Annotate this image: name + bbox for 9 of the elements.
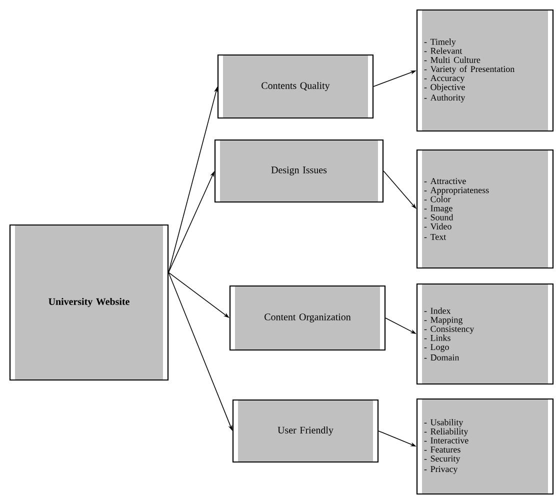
category-box: Content Organization	[229, 285, 386, 351]
list-box: - Attractive - Appropriateness - Color - Image - Sound - Video - Text	[416, 149, 554, 269]
category-box: User Friendly	[232, 399, 379, 463]
topic-box: University Website	[9, 224, 169, 381]
category-box: Contents Quality	[217, 54, 374, 119]
list-box: - Index - Mapping - Consistency - Links - Logo - Domain	[416, 283, 554, 385]
list-box: - Timely - Relevant - Multi Culture - Variety of Presentation - Accuracy - Objective - Authority	[416, 9, 554, 132]
list-box: - Usability - Reliability - Interactive - Features - Security - Privacy	[416, 398, 554, 495]
category-box: Design Issues	[214, 139, 384, 203]
